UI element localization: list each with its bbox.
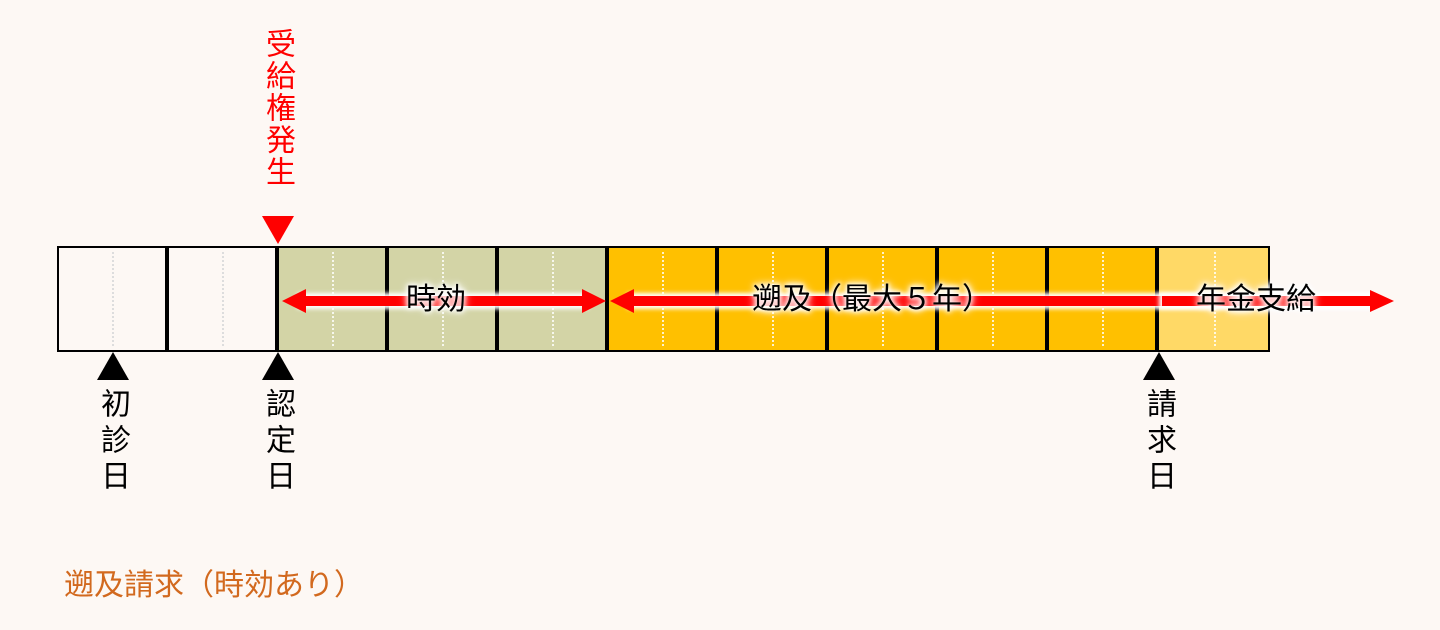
prescription-arrow — [300, 296, 586, 306]
year-cell — [57, 246, 167, 352]
retroactive-arrow — [630, 296, 1370, 306]
first-visit-marker-icon — [97, 352, 129, 380]
retroactive-label: 遡及（最大５年） — [752, 282, 992, 317]
prescription-label: 時効 — [406, 282, 466, 317]
arrow-left-icon — [610, 289, 634, 313]
entitlement-arrow-icon — [262, 216, 294, 244]
year-cell — [167, 246, 277, 352]
certification-marker-icon — [262, 352, 294, 380]
claim-marker-icon — [1143, 352, 1175, 380]
diagram-caption: 遡及請求（時効あり） — [64, 568, 364, 603]
claim-label: 請求日 — [1141, 388, 1176, 496]
first-visit-label: 初診日 — [95, 388, 130, 496]
entitlement-label: 受給権発生 — [260, 28, 295, 188]
arrow-right-icon — [1370, 290, 1394, 312]
double-arrow-icon — [282, 289, 606, 313]
certification-label: 認定日 — [260, 388, 295, 496]
payment-arrow — [1162, 296, 1374, 306]
payment-label: 年金支給 — [1196, 282, 1316, 317]
